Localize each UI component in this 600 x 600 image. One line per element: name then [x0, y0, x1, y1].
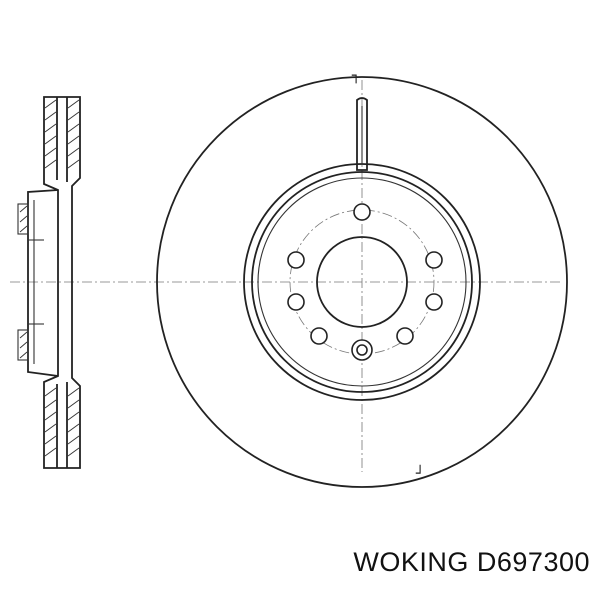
hub-flange-step-upper [17, 203, 29, 235]
bolt-hole-lower-left [310, 327, 328, 345]
hub-ring-circle [251, 171, 473, 393]
section-mark-top: ┐ [352, 68, 360, 84]
brand-name: WOKING [353, 547, 469, 577]
bolt-hole-upper-left [287, 251, 305, 269]
bolt-hole-mid-left [287, 293, 305, 311]
hub-hat-outline [27, 189, 59, 377]
part-number: D697300 [476, 547, 590, 577]
bolt-hole-lower-right [396, 327, 414, 345]
bolt-hole-upper-right [425, 251, 443, 269]
bolt-hole-top [353, 203, 371, 221]
disc-outer-edge [156, 76, 568, 488]
disc-front-view: ┐ ┘ [156, 68, 568, 488]
bolt-hole-mid-right [425, 293, 443, 311]
hub-flange-step-lower [17, 329, 29, 361]
hub-inner-ring [257, 177, 467, 387]
center-bore [316, 236, 408, 328]
section-hatching-lower [19, 331, 80, 457]
section-hatching-upper [19, 99, 80, 233]
bolt-holes [287, 203, 443, 361]
vent-slot [356, 97, 368, 171]
locator-hole-bottom-inner [356, 344, 368, 356]
part-caption: WOKING D697300 [300, 547, 590, 578]
disc-side-section-view [10, 96, 560, 469]
section-mark-bottom: ┘ [416, 465, 424, 482]
